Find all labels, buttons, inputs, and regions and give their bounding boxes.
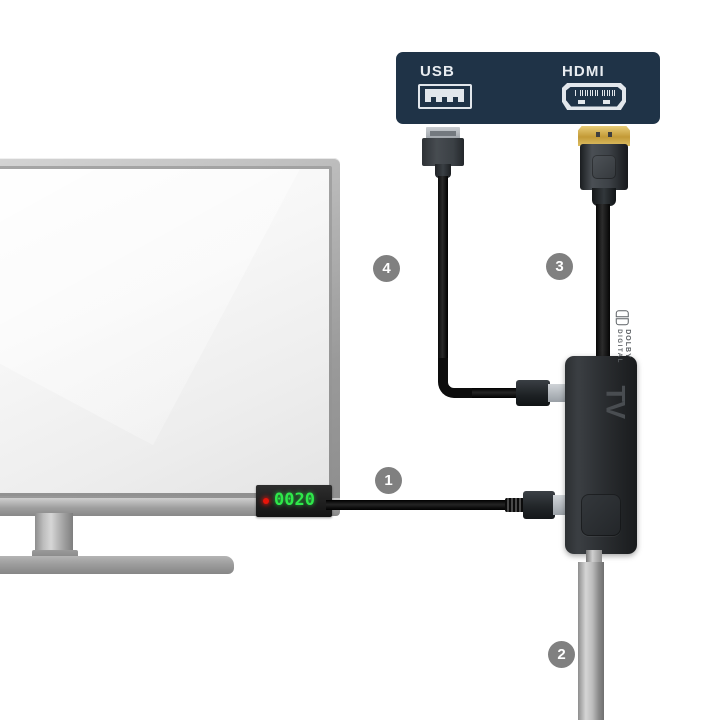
dolby-brand: DOLBY bbox=[624, 329, 631, 359]
led-meter-value: 0020 bbox=[274, 490, 315, 510]
tv-screen bbox=[0, 169, 329, 493]
dolby-sub: DIGITAL bbox=[616, 329, 622, 364]
micro-usb-connector bbox=[422, 138, 464, 166]
hdmi-port-pins bbox=[571, 90, 617, 96]
step-badge-1: 1 bbox=[375, 467, 402, 494]
step-badge-2: 2 bbox=[548, 641, 575, 668]
antenna-rod bbox=[578, 562, 604, 720]
hdmi-port-icon[interactable] bbox=[562, 83, 626, 110]
usb-port-teeth bbox=[425, 97, 464, 102]
tv-stand-neck bbox=[35, 513, 73, 557]
hdmi-port-label: HDMI bbox=[562, 63, 605, 80]
cable-3-vertical-run bbox=[596, 204, 610, 364]
step-badge-3: 3 bbox=[546, 253, 573, 280]
hdmi-port-feet bbox=[578, 100, 610, 104]
tv-stand-base bbox=[0, 556, 234, 574]
tv-stick-dongle: DOLBY DIGITAL TV bbox=[565, 310, 637, 554]
micro-usb-connector-tip bbox=[426, 127, 460, 140]
dongle-button[interactable] bbox=[581, 494, 621, 536]
cable-1-ferrite bbox=[505, 498, 525, 512]
cable-4-elbow bbox=[438, 358, 478, 398]
micro-usb-strain-relief bbox=[435, 164, 451, 178]
dongle-model-text: TV bbox=[601, 385, 631, 418]
tv-screen-glare bbox=[0, 169, 329, 446]
usb-port-icon[interactable] bbox=[418, 84, 472, 109]
hdmi-connector-gold bbox=[578, 126, 630, 146]
cable-4-plug bbox=[516, 380, 550, 406]
television bbox=[0, 158, 340, 574]
antenna-collar bbox=[586, 550, 602, 564]
dolby-logo-text: DOLBY DIGITAL bbox=[615, 329, 631, 364]
led-meter: 0020 bbox=[256, 485, 332, 517]
cable-4-plug-tip bbox=[548, 384, 570, 402]
port-panel: USB HDMI bbox=[396, 52, 660, 124]
av-barrel-connector bbox=[523, 491, 555, 519]
usb-port-label: USB bbox=[420, 63, 455, 80]
hdmi-connector-grip bbox=[592, 155, 616, 179]
power-indicator-icon bbox=[263, 498, 269, 504]
tv-bezel bbox=[0, 158, 340, 508]
cable-4-horizontal-run bbox=[472, 388, 520, 398]
hdmi-connector-pins bbox=[596, 132, 612, 137]
hdmi-strain-relief bbox=[592, 188, 616, 206]
tv-bottom-strip bbox=[0, 498, 340, 516]
step-badge-4: 4 bbox=[373, 255, 400, 282]
dolby-logo: DOLBY DIGITAL bbox=[615, 310, 631, 364]
dolby-double-d-icon bbox=[616, 310, 630, 326]
cable-1-run bbox=[326, 500, 510, 510]
cable-4-vertical-run bbox=[438, 176, 448, 380]
